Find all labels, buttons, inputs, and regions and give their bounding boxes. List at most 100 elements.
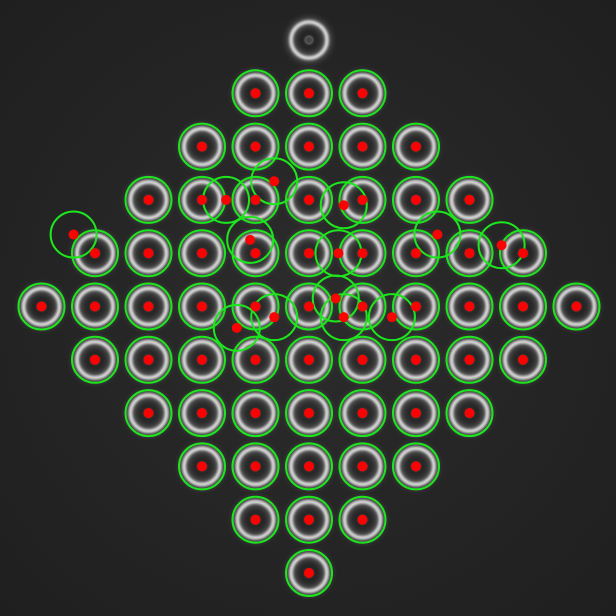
bright-ring — [289, 233, 329, 273]
detection-point — [250, 354, 261, 365]
detection-circle — [231, 69, 280, 118]
detection-circle — [392, 229, 440, 278]
bright-ring — [342, 393, 383, 433]
detection-point — [304, 194, 314, 205]
detection-circle — [392, 335, 440, 384]
bright-ring — [128, 393, 169, 433]
detection-circle-extra — [250, 293, 299, 342]
bright-ring — [289, 553, 329, 593]
detection-circle — [338, 69, 387, 118]
bright-ring — [342, 233, 383, 273]
detection-point — [143, 301, 154, 312]
detection-point-extra — [333, 248, 344, 259]
detection-circle — [71, 282, 119, 331]
bright-ring — [128, 233, 169, 273]
bright-ring — [182, 286, 222, 327]
detection-point — [143, 248, 154, 259]
detection-point — [304, 514, 314, 525]
detection-point — [357, 248, 368, 259]
detection-circle-extra — [319, 181, 368, 230]
detection-point-extra — [269, 312, 280, 323]
detection-circle — [499, 335, 547, 384]
bright-ring — [235, 393, 276, 433]
bright-ring — [342, 340, 383, 380]
bright-ring — [503, 286, 543, 327]
detection-circle — [338, 442, 387, 491]
detection-point — [197, 301, 207, 312]
detection-point — [357, 354, 368, 365]
detection-point — [90, 354, 100, 365]
detection-circle-extra — [250, 157, 299, 206]
detection-point — [250, 461, 261, 472]
detection-circle — [285, 122, 333, 171]
bright-ring — [235, 286, 276, 327]
bright-ring — [342, 446, 383, 487]
detection-point — [250, 514, 261, 525]
bright-ring — [21, 286, 62, 327]
detection-point-extra — [221, 194, 232, 205]
detection-point — [304, 88, 314, 99]
detection-circle — [445, 335, 494, 384]
detection-point — [304, 301, 314, 312]
detection-circle — [124, 282, 173, 331]
bright-ring — [449, 180, 490, 220]
detection-circle-extra — [367, 293, 416, 342]
detection-point — [304, 248, 314, 259]
detection-point — [304, 354, 314, 365]
detection-point — [411, 408, 421, 419]
detection-circle — [285, 442, 333, 491]
bright-ring — [289, 180, 329, 220]
detection-circle-extra — [477, 221, 526, 270]
bright-ring — [182, 126, 222, 167]
detection-circle-extra — [226, 215, 275, 264]
detection-point — [304, 408, 314, 419]
detection-point — [357, 141, 368, 152]
detection-point — [357, 194, 368, 205]
bright-ring — [449, 340, 490, 380]
detection-point — [357, 461, 368, 472]
detection-circle — [124, 389, 173, 438]
detection-points — [36, 88, 582, 578]
bright-ring — [128, 180, 169, 220]
detection-circle — [392, 175, 440, 224]
bright-ring — [396, 233, 436, 273]
detection-point — [90, 248, 100, 259]
detection-circle — [178, 442, 226, 491]
detection-point — [90, 301, 100, 312]
ring-center-dark — [306, 37, 312, 43]
detection-point-extra — [338, 200, 349, 211]
bright-ring — [449, 393, 490, 433]
detection-point — [411, 194, 421, 205]
detection-circle — [178, 122, 226, 171]
detection-circle — [124, 335, 173, 384]
detection-circle — [338, 122, 387, 171]
detection-circle — [231, 175, 280, 224]
bright-ring — [289, 126, 329, 167]
detection-point — [197, 408, 207, 419]
detection-circle-extra — [212, 303, 261, 352]
detection-circle-extra — [413, 210, 462, 259]
detection-circle — [124, 229, 173, 278]
bright-ring — [289, 393, 329, 433]
detection-point — [411, 248, 421, 259]
detection-circle — [17, 282, 66, 331]
detection-point — [197, 248, 207, 259]
bright-ring — [396, 180, 436, 220]
bright-ring — [182, 340, 222, 380]
detection-point-extra — [330, 293, 341, 304]
detection-circle — [285, 549, 333, 597]
detection-point — [571, 301, 582, 312]
bright-ring — [289, 20, 329, 60]
bright-ring — [396, 393, 436, 433]
bright-ring — [235, 73, 276, 114]
detection-circle — [445, 282, 494, 331]
detection-point — [357, 301, 368, 312]
detection-point — [36, 301, 47, 312]
detection-point-extra — [432, 229, 443, 240]
detection-point — [518, 354, 528, 365]
detection-circle — [285, 229, 333, 278]
detection-point — [197, 194, 207, 205]
detection-circle — [392, 442, 440, 491]
detection-circle — [445, 175, 494, 224]
